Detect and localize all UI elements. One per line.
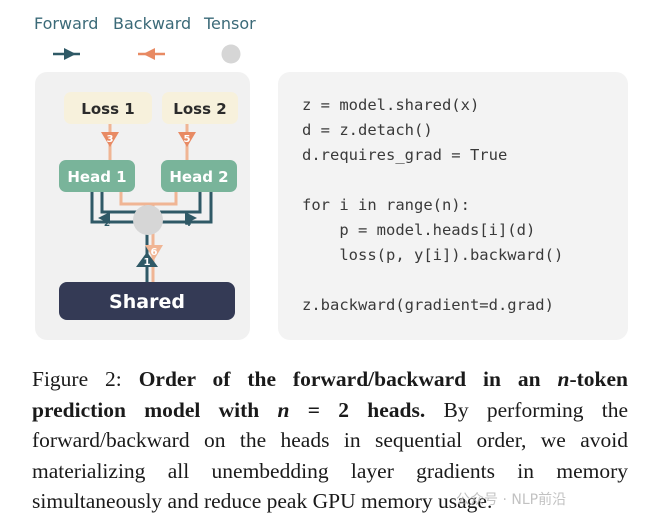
- watermark: 公众号 · NLP前沿: [456, 492, 567, 508]
- svg-text:2: 2: [104, 219, 110, 229]
- step-marker-1: 1: [136, 252, 158, 268]
- caption-body: By performing the forward/backward on th…: [32, 397, 629, 514]
- step-marker-3: 3: [101, 132, 119, 147]
- figure-label: Figure 2:: [32, 367, 122, 391]
- legend-backward-label: Backward: [113, 14, 192, 33]
- caption-var-n: n: [557, 367, 570, 391]
- step-marker-2: 2: [98, 212, 110, 229]
- code-line-5: for i in range(n):: [302, 196, 470, 214]
- loss1-label: Loss 1: [81, 100, 134, 118]
- head2-label: Head 2: [169, 168, 228, 186]
- code-line-3: d.requires_grad = True: [302, 146, 508, 164]
- forward-arrow-icon: [53, 48, 80, 60]
- svg-text:4: 4: [185, 219, 191, 229]
- caption-bold-c: heads.: [367, 397, 426, 422]
- shared-box: [59, 282, 235, 320]
- figure-caption: Figure 2: Order of the forward/backward …: [32, 364, 628, 517]
- mtp-diagram: 1 2 3 4 5 6 Loss 1 Loss 2 Head 1 Head 2 …: [59, 92, 238, 320]
- loss1-box: [64, 92, 152, 124]
- caption-bold-b: -token prediction model with: [32, 367, 629, 422]
- diagram-panel: 1 2 3 4 5 6 Loss 1 Loss 2 Head 1 Head 2 …: [35, 72, 250, 340]
- svg-text:3: 3: [107, 134, 114, 145]
- step-marker-6: 6: [145, 245, 163, 260]
- code-line-7: loss(p, y[i]).backward(): [302, 246, 564, 264]
- shared-label: Shared: [109, 291, 185, 313]
- loss2-label: Loss 2: [173, 100, 226, 118]
- tensor-circle-icon: [221, 44, 241, 64]
- backward-arrow-icon: [138, 48, 165, 60]
- code-line-9: z.backward(gradient=d.grad): [302, 296, 554, 314]
- caption-bold-a: Order of the forward/backward in an: [138, 367, 541, 391]
- step-marker-5: 5: [178, 132, 196, 147]
- step-marker-4: 4: [185, 212, 197, 229]
- code-panel: z = model.shared(x) d = z.detach() d.req…: [278, 72, 628, 340]
- tensor-node: [133, 205, 163, 235]
- head1-label: Head 1: [67, 168, 126, 186]
- svg-text:6: 6: [151, 247, 158, 258]
- svg-text:5: 5: [184, 134, 191, 145]
- legend: Forward Backward Tensor: [0, 14, 300, 74]
- loss2-box: [162, 92, 238, 124]
- head2-box: [161, 160, 237, 192]
- legend-symbols: [53, 44, 241, 64]
- svg-text:1: 1: [144, 257, 151, 268]
- legend-forward-label: Forward: [34, 14, 99, 33]
- legend-tensor-label: Tensor: [204, 14, 256, 33]
- code-line-2: d = z.detach(): [302, 121, 433, 139]
- code-line-6: p = model.heads[i](d): [302, 221, 536, 239]
- caption-eq-n: n: [277, 397, 290, 422]
- caption-eq-rest: = 2: [307, 397, 349, 422]
- code-line-1: z = model.shared(x): [302, 96, 480, 114]
- head1-box: [59, 160, 135, 192]
